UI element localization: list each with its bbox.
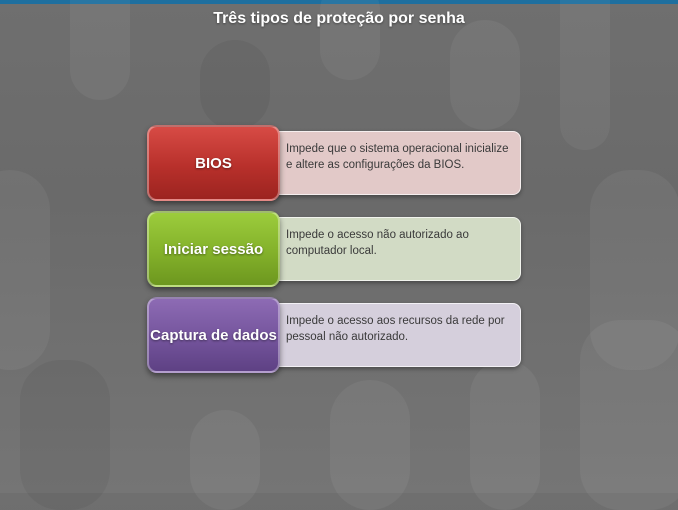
slide-title: Três tipos de proteção por senha [213, 10, 465, 27]
top-accent-bar [0, 0, 678, 4]
protection-item-data-capture: Impede o acesso aos recursos da rede por… [147, 297, 523, 373]
background-shape [330, 380, 410, 510]
background-shape [450, 20, 520, 130]
item-label-box: Iniciar sessão [147, 211, 280, 287]
item-description: Impede o acesso aos recursos da rede por… [286, 313, 510, 345]
background-shape [20, 360, 110, 510]
item-label-box: Captura de dados [147, 297, 280, 373]
protection-item-login: Impede o acesso não autorizado ao comput… [147, 211, 523, 287]
background-shape [560, 0, 610, 150]
item-description-box: Impede o acesso não autorizado ao comput… [257, 217, 521, 281]
background-shape [0, 170, 50, 370]
item-description-box: Impede que o sistema operacional inicial… [257, 131, 521, 195]
protection-item-bios: Impede que o sistema operacional inicial… [147, 125, 523, 201]
background-shape [580, 320, 678, 510]
background-shape [190, 410, 260, 510]
item-label: Captura de dados [150, 326, 277, 344]
background-shape [470, 360, 540, 510]
item-description: Impede que o sistema operacional inicial… [286, 141, 510, 173]
item-description: Impede o acesso não autorizado ao comput… [286, 227, 510, 259]
item-label: BIOS [195, 154, 232, 172]
background-shape [590, 170, 678, 370]
item-label: Iniciar sessão [163, 240, 264, 258]
background-shape [320, 0, 380, 80]
background-shape [200, 40, 270, 130]
item-label-box: BIOS [147, 125, 280, 201]
item-description-box: Impede o acesso aos recursos da rede por… [257, 303, 521, 367]
background-shape [70, 0, 130, 100]
